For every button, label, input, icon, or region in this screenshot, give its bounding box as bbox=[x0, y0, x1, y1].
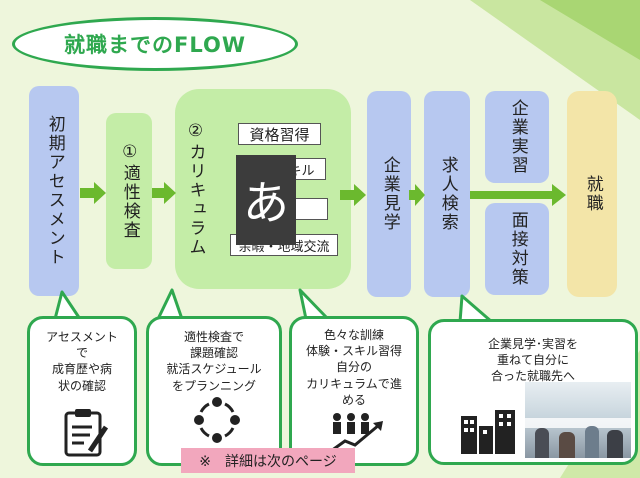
step-assessment: 初期アセスメント bbox=[29, 86, 79, 296]
arrow-right-icon bbox=[470, 184, 566, 206]
page-title: 就職までのFLOW bbox=[64, 33, 246, 57]
bubble-curriculum-text: 色々な訓練 体験・スキル習得 自分の カリキュラムで進 める bbox=[305, 328, 402, 407]
office-building-icon bbox=[461, 410, 515, 454]
step-practice: 企業実習 bbox=[485, 91, 549, 183]
step-visit-label: 企業見学 bbox=[379, 156, 400, 232]
overlay-glyph: あ bbox=[243, 176, 289, 230]
office-photo bbox=[525, 382, 631, 458]
bubble-curriculum: 色々な訓練 体験・スキル習得 自分の カリキュラムで進 める bbox=[289, 316, 419, 466]
overlay-glyph-tile: あ bbox=[236, 155, 296, 245]
step-aptitude: ①適性検査 bbox=[106, 113, 152, 269]
step-curriculum-label: ②カリキュラム bbox=[185, 121, 206, 257]
title-banner: 就職までのFLOW bbox=[12, 17, 298, 71]
arrow-right-icon bbox=[152, 182, 176, 204]
curriculum-item: 資格習得 bbox=[238, 123, 321, 145]
step-search: 求人検索 bbox=[424, 91, 470, 297]
cycle-icon bbox=[194, 397, 240, 443]
arrow-right-icon bbox=[80, 182, 106, 204]
bubble-employment-text: 企業見学･実習を 重ねて自分に 合った就職先へ bbox=[487, 337, 578, 384]
clipboard-icon bbox=[64, 409, 108, 457]
step-practice-label: 企業実習 bbox=[507, 99, 528, 175]
step-interview-label: 面接対策 bbox=[507, 211, 528, 287]
step-assessment-label: 初期アセスメント bbox=[44, 115, 65, 267]
bubble-assessment: アセスメント で 成育歴や病 状の確認 bbox=[27, 316, 137, 466]
step-employment: 就職 bbox=[567, 91, 617, 297]
bubble-employment: 企業見学･実習を 重ねて自分に 合った就職先へ bbox=[428, 319, 638, 465]
details-note: ※ 詳細は次のページ bbox=[181, 448, 355, 473]
arrow-right-icon bbox=[340, 184, 366, 206]
bubble-aptitude: 適性検査で 課題確認 就活スケジュール をプランニング bbox=[146, 316, 282, 466]
arrow-right-icon bbox=[409, 184, 425, 206]
bubble-aptitude-text: 適性検査で 課題確認 就活スケジュール をプランニング bbox=[166, 330, 262, 393]
step-search-label: 求人検索 bbox=[437, 156, 458, 232]
step-employment-label: 就職 bbox=[582, 175, 603, 213]
people-growth-icon bbox=[330, 413, 383, 453]
step-visit: 企業見学 bbox=[367, 91, 411, 297]
step-aptitude-label: ①適性検査 bbox=[119, 142, 140, 240]
bubble-assessment-text: アセスメント で 成育歴や病 状の確認 bbox=[46, 330, 118, 393]
step-interview: 面接対策 bbox=[485, 203, 549, 295]
